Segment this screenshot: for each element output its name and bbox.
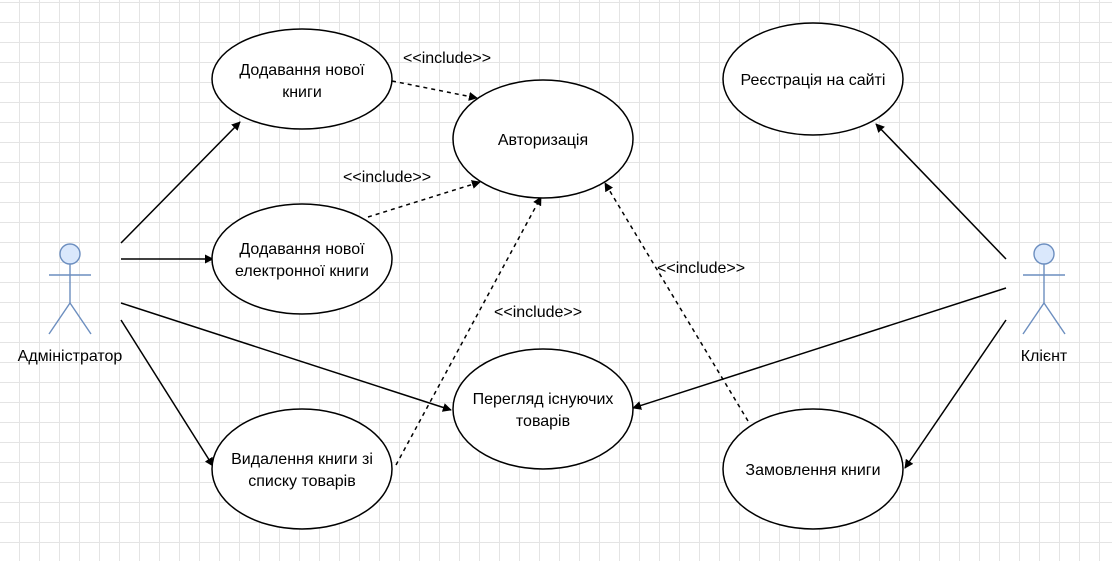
usecase-add-ebook-line-1: Додавання нової xyxy=(239,241,365,258)
assoc-admin-delete-book xyxy=(120,319,214,467)
usecase-delete-book-line-2: списку товарів xyxy=(248,473,355,490)
include-delete-book-auth xyxy=(395,196,542,466)
usecase-auth-line-1: Авторизація xyxy=(498,132,588,149)
include-label-delete-book: <<include>> xyxy=(494,304,582,321)
actor-admin[interactable]: Адміністратор xyxy=(18,243,123,365)
usecase-add-book-line-2: книги xyxy=(282,84,322,101)
include-add-ebook-auth xyxy=(367,180,481,218)
usecase-auth[interactable]: Авторизація xyxy=(452,79,634,199)
assoc-client-register xyxy=(875,123,1007,260)
actor-client[interactable]: Клієнт xyxy=(1021,243,1068,365)
usecase-view-goods-line-2: товарів xyxy=(516,413,570,430)
usecase-view-goods[interactable]: Перегляд існуючих товарів xyxy=(452,348,634,470)
usecase-delete-book[interactable]: Видалення книги зі списку товарів xyxy=(211,408,393,530)
actor-admin-label: Адміністратор xyxy=(18,348,123,365)
usecase-order-book[interactable]: Замовлення книги xyxy=(722,408,904,530)
actor-client-icon xyxy=(1022,243,1066,335)
assoc-client-view-goods xyxy=(632,287,1007,410)
include-add-book-auth xyxy=(391,80,478,101)
assoc-admin-add-book xyxy=(120,121,241,244)
usecase-add-ebook[interactable]: Додавання нової електронної книги xyxy=(211,203,393,315)
usecase-add-book[interactable]: Додавання нової книги xyxy=(211,28,393,130)
usecase-register-line-1: Реєстрація на сайті xyxy=(741,72,886,89)
assoc-admin-view-goods xyxy=(120,302,452,412)
usecase-order-book-line-1: Замовлення книги xyxy=(745,462,880,479)
usecase-view-goods-line-1: Перегляд існуючих xyxy=(473,391,614,408)
actor-client-label: Клієнт xyxy=(1021,348,1068,365)
include-label-add-ebook: <<include>> xyxy=(343,169,431,186)
usecase-register[interactable]: Реєстрація на сайті xyxy=(722,22,904,136)
assoc-client-order-book xyxy=(904,319,1007,469)
usecase-delete-book-line-1: Видалення книги зі xyxy=(231,451,373,468)
include-label-add-book: <<include>> xyxy=(403,50,491,67)
include-order-book-auth xyxy=(604,182,749,422)
actor-admin-icon xyxy=(48,243,92,335)
include-label-order-book: <<include>> xyxy=(657,260,745,277)
usecase-add-ebook-line-2: електронної книги xyxy=(235,263,369,280)
usecase-add-book-line-1: Додавання нової xyxy=(239,62,365,79)
